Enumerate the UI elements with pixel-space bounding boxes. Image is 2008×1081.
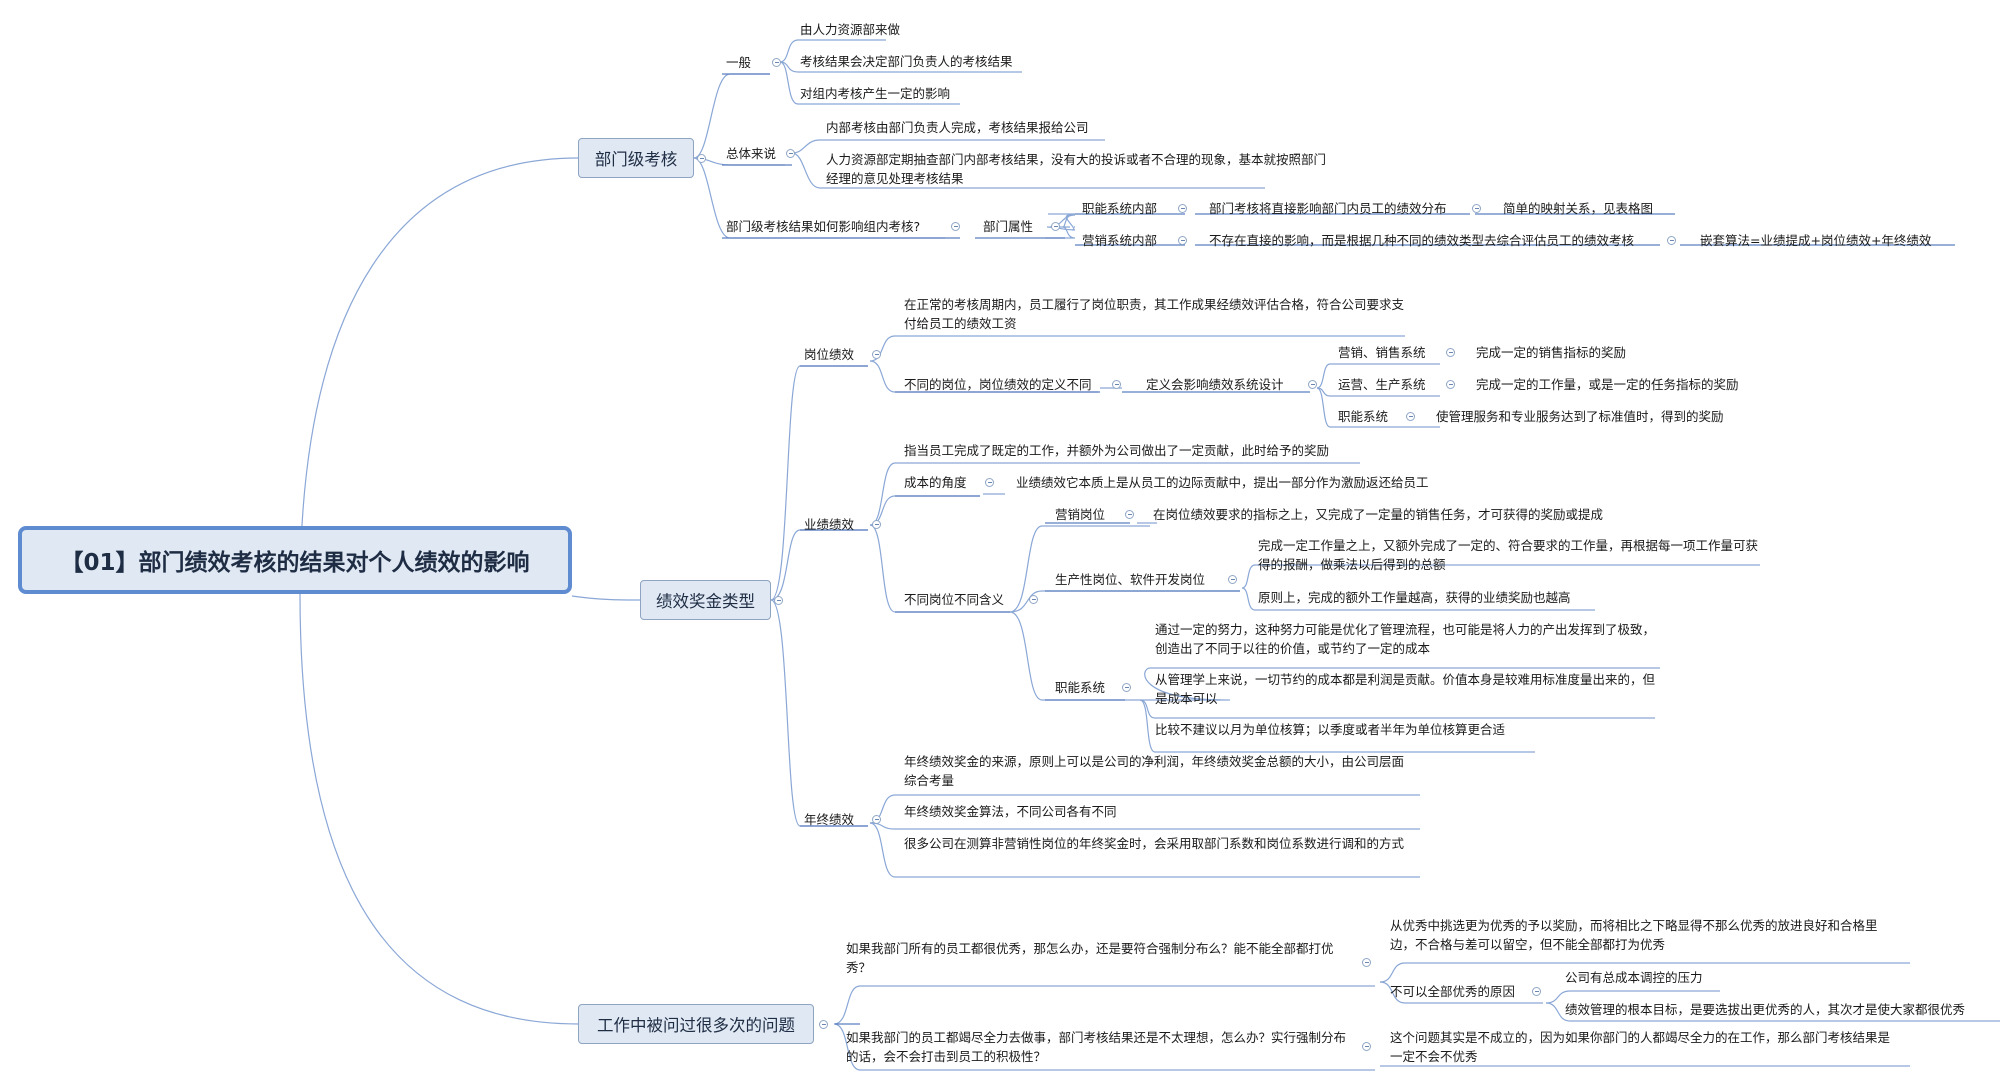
node-text[interactable]: 营销、销售系统 xyxy=(1338,345,1426,360)
node-text[interactable]: 完成一定的销售指标的奖励 xyxy=(1476,345,1627,360)
collapse-icon[interactable] xyxy=(772,58,781,67)
node-text[interactable]: 在正常的考核周期内，员工履行了岗位职责，其工作成果经绩效评估合格，符合公司要求支… xyxy=(904,297,1405,331)
topic-frequent-questions[interactable]: 工作中被问过很多次的问题 xyxy=(578,1004,814,1044)
node-text[interactable]: 年终绩效奖金算法，不同公司各有不同 xyxy=(904,804,1117,819)
node-text[interactable]: 内部考核由部门负责人完成，考核结果报给公司 xyxy=(826,120,1089,135)
node-text[interactable]: 很多公司在测算非营销性岗位的年终奖金时，会采用取部门系数和岗位系数进行调和的方式 xyxy=(904,836,1405,851)
collapse-icon[interactable] xyxy=(1308,380,1317,389)
collapse-icon[interactable] xyxy=(1446,348,1455,357)
node-text[interactable]: 职能系统 xyxy=(1338,409,1389,424)
node-text[interactable]: 从管理学上来说，一切节约的成本都是利润是贡献。价值本身是较难用标准度量出来的，但… xyxy=(1155,672,1656,706)
node-text[interactable]: 不存在直接的影响，而是根据几种不同的绩效类型去综合评估员工的绩效考核 xyxy=(1209,233,1635,248)
collapse-icon[interactable] xyxy=(1446,380,1455,389)
node-text[interactable]: 完成一定工作量之上，又额外完成了一定的、符合要求的工作量，再根据每一项工作量可获… xyxy=(1258,538,1759,572)
node-text[interactable]: 对组内考核产生一定的影响 xyxy=(800,86,951,101)
collapse-icon[interactable] xyxy=(1228,575,1237,584)
node-annual[interactable]: 年终绩效 xyxy=(804,812,855,827)
topic-label: 工作中被问过很多次的问题 xyxy=(597,1016,795,1035)
collapse-icon[interactable] xyxy=(1178,236,1187,245)
node-text[interactable]: 公司有总成本调控的压力 xyxy=(1565,970,1703,985)
collapse-icon[interactable] xyxy=(1029,595,1038,604)
collapse-icon[interactable] xyxy=(1362,958,1371,967)
node-text[interactable]: 年终绩效奖金的来源，原则上可以是公司的净利润，年终绩效奖金总额的大小，由公司层面… xyxy=(904,754,1405,788)
node-text[interactable]: 指当员工完成了既定的工作，并额外为公司做出了一定贡献，此时给予的奖励 xyxy=(904,443,1330,458)
node-text[interactable]: 嵌套算法=业绩提成+岗位绩效+年终绩效 xyxy=(1700,233,1932,248)
node-overall[interactable]: 总体来说 xyxy=(726,146,777,161)
collapse-icon[interactable] xyxy=(872,520,881,529)
node-text[interactable]: 比较不建议以月为单位核算；以季度或者半年为单位核算更合适 xyxy=(1155,722,1506,737)
collapse-icon[interactable] xyxy=(1112,380,1121,389)
node-question[interactable]: 如果我部门所有的员工都很优秀，那怎么办，还是要符合强制分布么？能不能全部都打优秀… xyxy=(846,941,1334,975)
topic-label: 绩效奖金类型 xyxy=(656,592,755,611)
collapse-icon[interactable] xyxy=(872,350,881,359)
node-cost[interactable]: 成本的角度 xyxy=(904,475,967,490)
collapse-icon[interactable] xyxy=(697,154,706,163)
collapse-icon[interactable] xyxy=(985,478,994,487)
collapse-icon[interactable] xyxy=(1125,510,1134,519)
node-func[interactable]: 职能系统内部 xyxy=(1082,201,1158,216)
node-text[interactable]: 考核结果会决定部门负责人的考核结果 xyxy=(800,54,1013,69)
collapse-icon[interactable] xyxy=(1532,987,1541,996)
node-text[interactable]: 不同的岗位，岗位绩效的定义不同 xyxy=(904,377,1092,392)
node-question[interactable]: 如果我部门的员工都竭尽全力去做事，部门考核结果还是不太理想，怎么办？实行强制分布… xyxy=(846,1030,1347,1064)
node-text[interactable]: 职能系统 xyxy=(1055,680,1106,695)
collapse-icon[interactable] xyxy=(774,596,783,605)
node-attr[interactable]: 部门属性 xyxy=(983,219,1034,234)
node-text[interactable]: 生产性岗位、软件开发岗位 xyxy=(1055,572,1206,587)
node-diff[interactable]: 不同岗位不同含义 xyxy=(904,592,1005,607)
collapse-icon[interactable] xyxy=(1051,222,1060,231)
node-text[interactable]: 在岗位绩效要求的指标之上，又完成了一定量的销售任务，才可获得的奖励或提成 xyxy=(1153,507,1604,522)
collapse-icon[interactable] xyxy=(1667,236,1676,245)
node-text[interactable]: 由人力资源部来做 xyxy=(800,22,901,37)
collapse-icon[interactable] xyxy=(1472,204,1481,213)
collapse-icon[interactable] xyxy=(1362,1042,1371,1051)
collapse-icon[interactable] xyxy=(786,149,795,158)
topic-department-assessment[interactable]: 部门级考核 xyxy=(578,138,694,178)
node-text[interactable]: 人力资源部定期抽查部门内部考核结果，没有大的投诉或者不合理的现象，基本就按照部门… xyxy=(826,152,1327,186)
collapse-icon[interactable] xyxy=(1406,412,1415,421)
node-text[interactable]: 定义会影响绩效系统设计 xyxy=(1146,377,1284,392)
root-topic-label: 【01】部门绩效考核的结果对个人绩效的影响 xyxy=(60,550,530,576)
node-text[interactable]: 通过一定的努力，这种努力可能是优化了管理流程，也可能是将人力的产出发挥到了极致，… xyxy=(1155,622,1656,656)
node-text[interactable]: 业绩绩效它本质上是从员工的边际贡献中，提出一部分作为激励返还给员工 xyxy=(1016,475,1429,490)
node-text[interactable]: 完成一定的工作量，或是一定的任务指标的奖励 xyxy=(1476,377,1739,392)
node-text[interactable]: 营销岗位 xyxy=(1055,507,1106,522)
node-text[interactable]: 部门考核将直接影响部门内员工的绩效分布 xyxy=(1209,201,1447,216)
collapse-icon[interactable] xyxy=(1178,204,1187,213)
node-sales[interactable]: 营销系统内部 xyxy=(1082,233,1158,248)
topic-label: 部门级考核 xyxy=(594,150,678,169)
node-text[interactable]: 绩效管理的根本目标，是要选拔出更优秀的人，其次才是使大家都很优秀 xyxy=(1565,1002,1966,1017)
node-text[interactable]: 运营、生产系统 xyxy=(1338,377,1426,392)
node-text[interactable]: 原则上，完成的额外工作量越高，获得的业绩奖励也越高 xyxy=(1258,590,1571,605)
collapse-icon[interactable] xyxy=(951,222,960,231)
collapse-icon[interactable] xyxy=(1122,683,1131,692)
topic-bonus-types[interactable]: 绩效奖金类型 xyxy=(640,580,771,620)
node-perf[interactable]: 业绩绩效 xyxy=(804,517,855,532)
node-question[interactable]: 部门级考核结果如何影响组内考核? xyxy=(726,219,921,234)
collapse-icon[interactable] xyxy=(819,1020,828,1029)
node-text[interactable]: 不可以全部优秀的原因 xyxy=(1390,984,1516,999)
node-text[interactable]: 这个问题其实是不成立的，因为如果你部门的人都竭尽全力的在工作，那么部门考核结果是… xyxy=(1390,1030,1891,1064)
node-text[interactable]: 使管理服务和专业服务达到了标准值时，得到的奖励 xyxy=(1436,409,1724,424)
node-text[interactable]: 从优秀中挑选更为优秀的予以奖励，而将相比之下略显得不那么优秀的放进良好和合格里边… xyxy=(1390,918,1878,952)
node-text[interactable]: 简单的映射关系，见表格图 xyxy=(1503,201,1654,216)
node-general[interactable]: 一般 xyxy=(726,55,752,70)
collapse-icon[interactable] xyxy=(872,815,881,824)
root-topic[interactable]: 【01】部门绩效考核的结果对个人绩效的影响 xyxy=(18,526,572,594)
node-post[interactable]: 岗位绩效 xyxy=(804,347,855,362)
